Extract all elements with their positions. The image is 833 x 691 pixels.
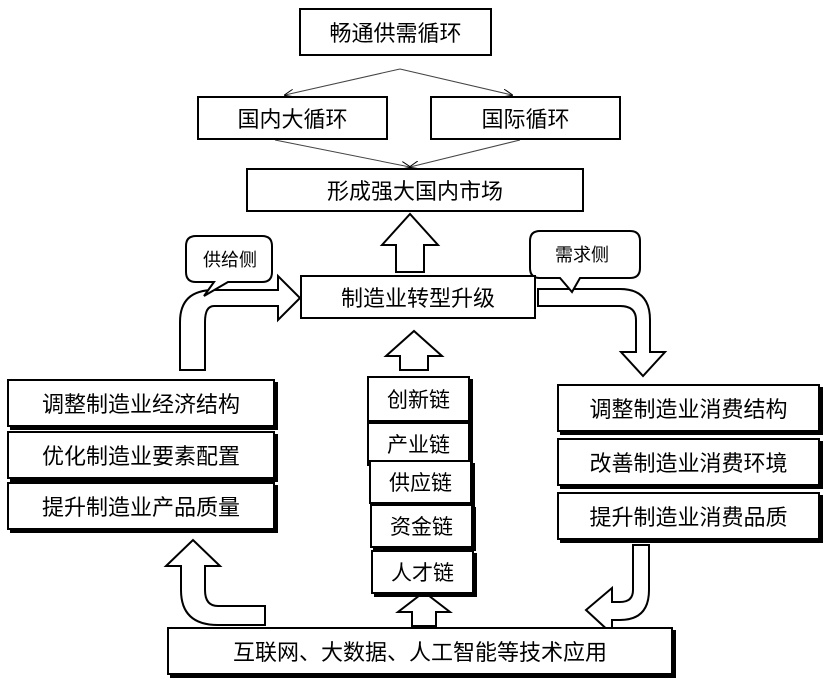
chain-industry-text: 产业链 xyxy=(387,433,450,457)
chain-industry: 产业链 xyxy=(367,422,470,466)
tech-curved-arrow-to-supply xyxy=(163,538,266,626)
chain-innovation: 创新链 xyxy=(367,376,470,422)
connector-goal-to-international xyxy=(399,68,512,95)
goal-box: 畅通供需循环 xyxy=(299,8,492,56)
supply-side-label: 供给侧 xyxy=(203,250,257,271)
chain-supply: 供应链 xyxy=(369,460,472,504)
supply-item-structure-text: 调整制造业经济结构 xyxy=(41,393,240,418)
tech-application-text: 互联网、大数据、人工智能等技术应用 xyxy=(232,641,607,666)
international-circulation-text: 国际循环 xyxy=(481,108,570,133)
supply-side-callout xyxy=(185,235,273,297)
goal-text: 畅通供需循环 xyxy=(329,22,462,47)
demand-curved-arrow-to-tech xyxy=(584,544,650,637)
demand-item-structure: 调整制造业消费结构 xyxy=(557,384,820,432)
chain-talent: 人才链 xyxy=(371,550,474,594)
demand-side-label: 需求侧 xyxy=(555,245,609,266)
tech-application-box: 互联网、大数据、人工智能等技术应用 xyxy=(167,627,673,675)
core-text: 制造业转型升级 xyxy=(340,287,495,312)
core-box: 制造业转型升级 xyxy=(300,275,536,319)
market-box: 形成强大国内市场 xyxy=(246,168,584,212)
connector-domestic-to-market xyxy=(274,139,410,167)
chain-supply-text: 供应链 xyxy=(389,471,452,495)
chain-talent-text: 人才链 xyxy=(391,561,454,585)
international-circulation-box: 国际循环 xyxy=(430,96,621,140)
domestic-circulation-box: 国内大循环 xyxy=(197,96,388,140)
connector-international-to-market xyxy=(410,139,521,167)
domestic-circulation-text: 国内大循环 xyxy=(237,108,348,133)
up-arrow-chains-to-core xyxy=(383,329,445,371)
chain-innovation-text: 创新链 xyxy=(387,388,450,412)
demand-item-quality-text: 提升制造业消费品质 xyxy=(589,506,788,531)
up-arrow-core-to-market xyxy=(379,212,441,273)
supply-item-quality: 提升制造业产品质量 xyxy=(7,482,275,530)
supply-item-allocation: 优化制造业要素配置 xyxy=(7,431,275,479)
market-text: 形成强大国内市场 xyxy=(326,180,503,205)
demand-item-quality: 提升制造业消费品质 xyxy=(557,492,820,540)
demand-item-environment-text: 改善制造业消费环境 xyxy=(589,452,788,477)
chain-capital: 资金链 xyxy=(370,504,473,548)
supply-curved-arrow-to-core xyxy=(179,273,302,371)
connector-goal-to-domestic xyxy=(285,68,401,95)
supply-item-structure: 调整制造业经济结构 xyxy=(7,379,275,427)
supply-item-allocation-text: 优化制造业要素配置 xyxy=(41,445,240,470)
demand-side-callout xyxy=(529,230,641,294)
chain-capital-text: 资金链 xyxy=(390,515,453,539)
up-arrow-tech-to-chains xyxy=(395,590,453,627)
supply-item-quality-text: 提升制造业产品质量 xyxy=(41,496,240,521)
demand-item-structure-text: 调整制造业消费结构 xyxy=(589,398,788,423)
demand-item-environment: 改善制造业消费环境 xyxy=(557,438,820,486)
demand-curved-arrow-from-core xyxy=(537,288,668,378)
